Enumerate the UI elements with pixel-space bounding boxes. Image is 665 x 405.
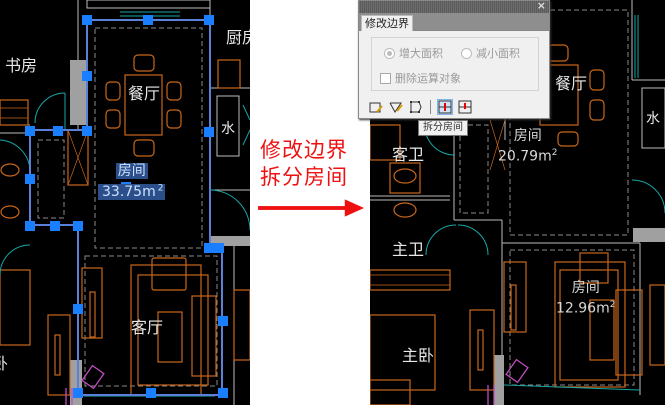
annotation-line-1: 修改边界 bbox=[260, 138, 348, 162]
room-label-dining: 餐厅 bbox=[128, 84, 161, 103]
room-label-study: 书房 bbox=[5, 56, 38, 75]
checkbox-delete-operand[interactable]: 删除运算对象 bbox=[380, 70, 461, 86]
room-label-master-bedroom: 主卧 bbox=[402, 346, 435, 365]
modify-boundary-dialog: × 修改边界 增大面积 减小面积 删除运算对象 bbox=[358, 0, 550, 119]
annotation-line-2: 拆分房间 bbox=[260, 165, 348, 189]
tab-modify-boundary[interactable]: 修改边界 bbox=[361, 15, 413, 31]
draw-boundary-button[interactable] bbox=[368, 99, 384, 115]
merge-room-button[interactable] bbox=[457, 99, 473, 115]
split-room-icon bbox=[438, 100, 452, 114]
room-label-water: 水 bbox=[221, 121, 235, 137]
room-a-area: 20.79m bbox=[498, 148, 552, 165]
toolbar-separator bbox=[430, 100, 431, 114]
room-tag-a[interactable]: 房间 20.79m2 bbox=[498, 128, 558, 165]
room-a-name: 房间 bbox=[513, 128, 542, 144]
radio-increase-area[interactable]: 增大面积 bbox=[384, 45, 443, 61]
options-group: 增大面积 减小面积 删除运算对象 bbox=[371, 37, 539, 91]
arrow-right-icon bbox=[258, 199, 365, 217]
room-tag-b[interactable]: 房间 12.96m2 bbox=[556, 280, 616, 317]
draw-boundary-icon bbox=[369, 102, 383, 113]
selection-grips bbox=[25, 15, 228, 398]
edit-vertices-button[interactable] bbox=[408, 99, 424, 115]
annotation-area: 修改边界 拆分房间 bbox=[250, 0, 370, 405]
room-b-area: 12.96m bbox=[556, 300, 610, 317]
room-label-living: 客厅 bbox=[131, 318, 164, 337]
selected-room-area: 33.75m bbox=[100, 183, 158, 200]
room-b-name: 房间 bbox=[571, 280, 600, 296]
edit-vertices-icon bbox=[410, 101, 422, 113]
dialog-tabbar: 修改边界 bbox=[359, 13, 549, 31]
room-label-guest-bath: 客卫 bbox=[392, 145, 425, 164]
edit-polygon-button[interactable] bbox=[388, 99, 404, 115]
checkbox-box bbox=[380, 72, 391, 84]
dialog-titlebar[interactable]: × bbox=[359, 0, 549, 13]
room-label-dining-after: 餐厅 bbox=[555, 74, 588, 93]
radio-dot bbox=[461, 47, 472, 59]
room-label-water-after: 水 bbox=[646, 111, 660, 127]
room-label-kitchen: 厨房 bbox=[226, 28, 250, 47]
floorplan-drawing-after bbox=[370, 0, 665, 405]
floorplan-drawing bbox=[0, 0, 250, 405]
merge-room-icon bbox=[458, 100, 472, 114]
split-room-button[interactable] bbox=[437, 99, 453, 115]
radio-dot-checked bbox=[384, 47, 395, 59]
radio-decrease-area[interactable]: 减小面积 bbox=[461, 45, 520, 61]
edit-polygon-icon bbox=[389, 102, 403, 113]
room-label-master-bath: 主卫 bbox=[392, 240, 425, 259]
dialog-toolbar bbox=[368, 98, 473, 116]
close-icon[interactable]: × bbox=[536, 0, 546, 12]
tooltip-split-room: 拆分房间 bbox=[418, 120, 468, 136]
room-label-bedroom: 卧 bbox=[0, 354, 9, 373]
selected-room-name: 房间 bbox=[115, 163, 148, 179]
